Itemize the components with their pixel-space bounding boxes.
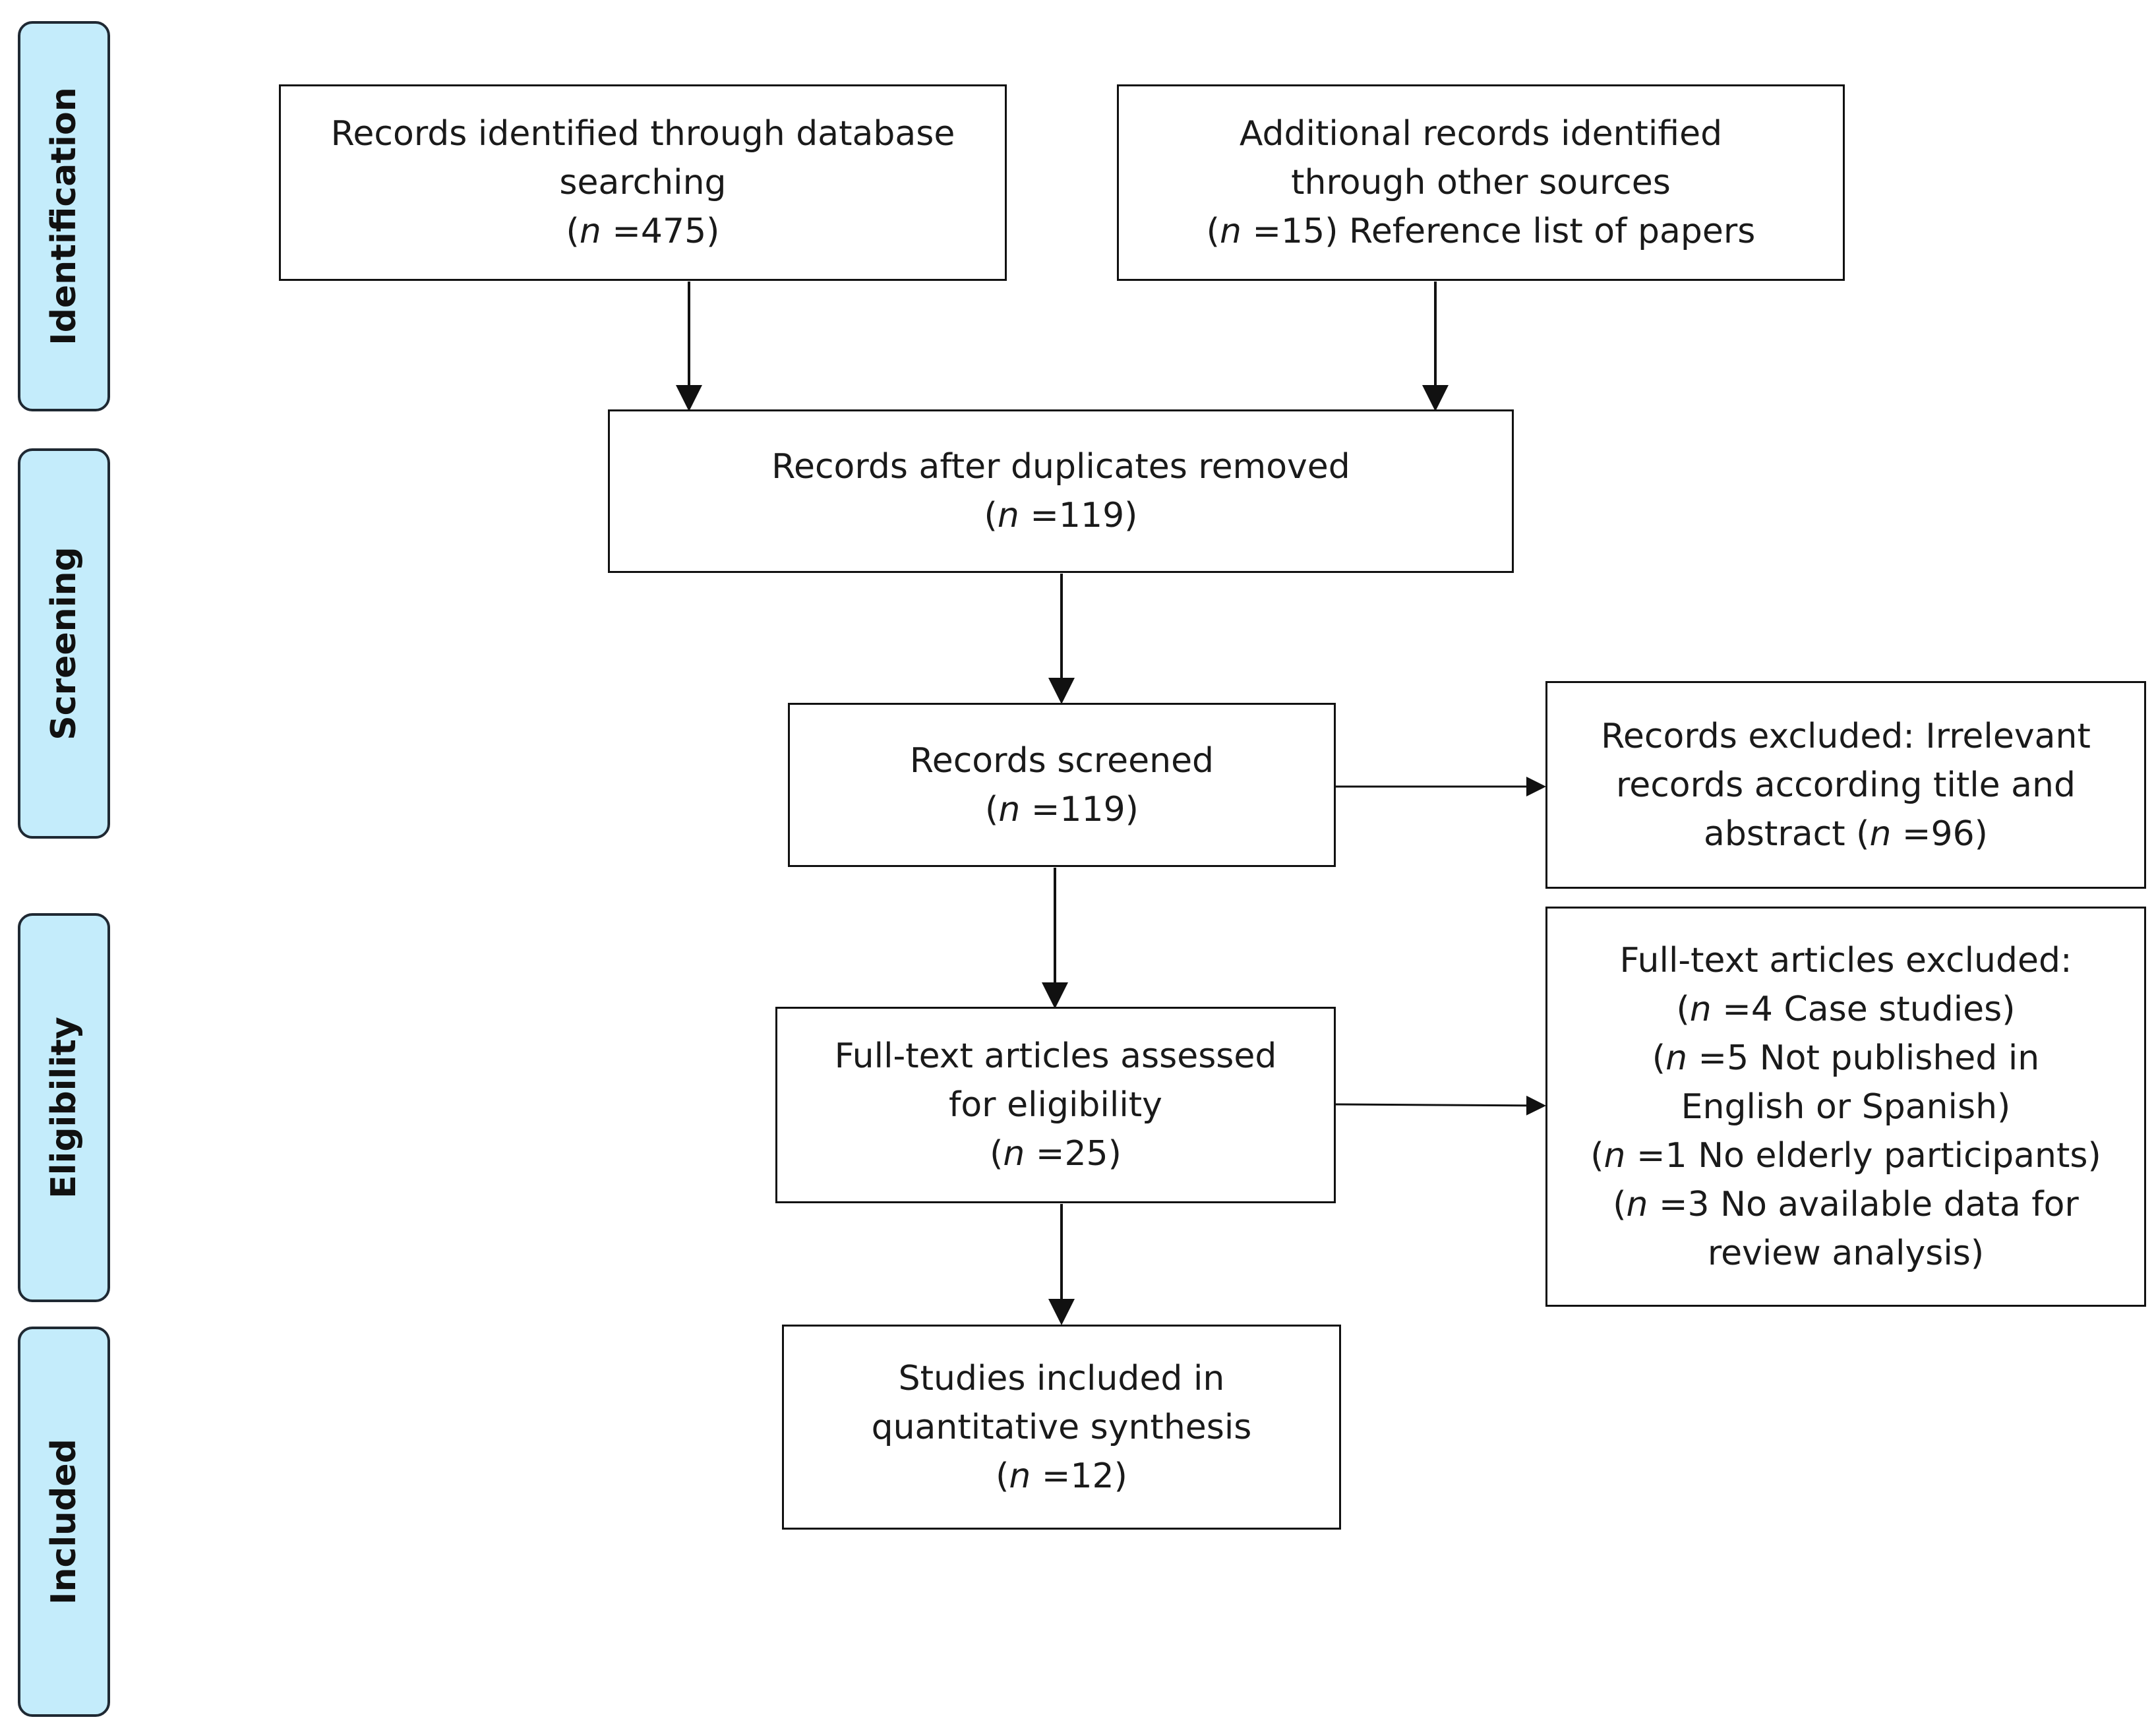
excluded-line1: Records excluded: Irrelevant [1601, 716, 2091, 756]
box-database-search: Records identified through database sear… [279, 84, 1007, 281]
box-full-text-excluded: Full-text articles excluded: (n =4 Case … [1545, 907, 2146, 1307]
exclusion-reason: (n =3 No available data for [1613, 1184, 2079, 1224]
exclusion-reason: review analysis) [1707, 1233, 1985, 1273]
box-records-excluded: Records excluded: Irrelevant records acc… [1545, 681, 2146, 889]
box-other-sources: Additional records identified through ot… [1117, 84, 1845, 281]
database-line2: searching [559, 163, 727, 202]
excluded-line2: records according title and [1615, 765, 2076, 805]
duplicates-count: (n =119) [984, 496, 1138, 535]
box-records-screened: Records screened (n =119) [788, 703, 1336, 867]
box-full-text-assessed: Full-text articles assessed for eligibil… [775, 1007, 1336, 1203]
exclusion-reason: English or Spanish) [1681, 1087, 2011, 1127]
box-duplicates-removed: Records after duplicates removed (n =119… [608, 409, 1514, 573]
exclusion-reason: (n =1 No elderly participants) [1590, 1135, 2101, 1176]
included-line1: Studies included in [898, 1358, 1225, 1398]
database-count: (n =475) [566, 212, 720, 251]
fulltext-excluded-title: Full-text articles excluded: [1619, 940, 2072, 980]
box-studies-included: Studies included in quantitative synthes… [782, 1325, 1341, 1530]
other-line1: Additional records identified [1239, 114, 1723, 154]
stage-eligibility: Eligibility [18, 913, 110, 1302]
exclusion-reason: (n =4 Case studies) [1676, 989, 2016, 1029]
exclusion-reason: (n =5 Not published in [1652, 1038, 2040, 1078]
screened-line1: Records screened [909, 740, 1214, 781]
duplicates-line1: Records after duplicates removed [771, 447, 1350, 487]
screened-count: (n =119) [985, 789, 1139, 829]
excluded-line3: abstract (n =96) [1704, 814, 1988, 854]
included-line2: quantitative synthesis [871, 1407, 1252, 1447]
other-line2: through other sources [1291, 163, 1671, 202]
stage-identification: Identification [18, 21, 110, 411]
stage-screening: Screening [18, 448, 110, 839]
stage-included: Included [18, 1327, 110, 1717]
fulltext-line2: for eligibility [949, 1085, 1162, 1125]
arrow-fulltext-to-excluded [1335, 1095, 1546, 1116]
fulltext-count: (n =25) [990, 1134, 1122, 1174]
included-count: (n =12) [996, 1456, 1127, 1496]
fulltext-line1: Full-text articles assessed [834, 1036, 1277, 1076]
database-line1: Records identified through database [330, 114, 955, 154]
other-count: (n =15) Reference list of papers [1206, 212, 1756, 251]
